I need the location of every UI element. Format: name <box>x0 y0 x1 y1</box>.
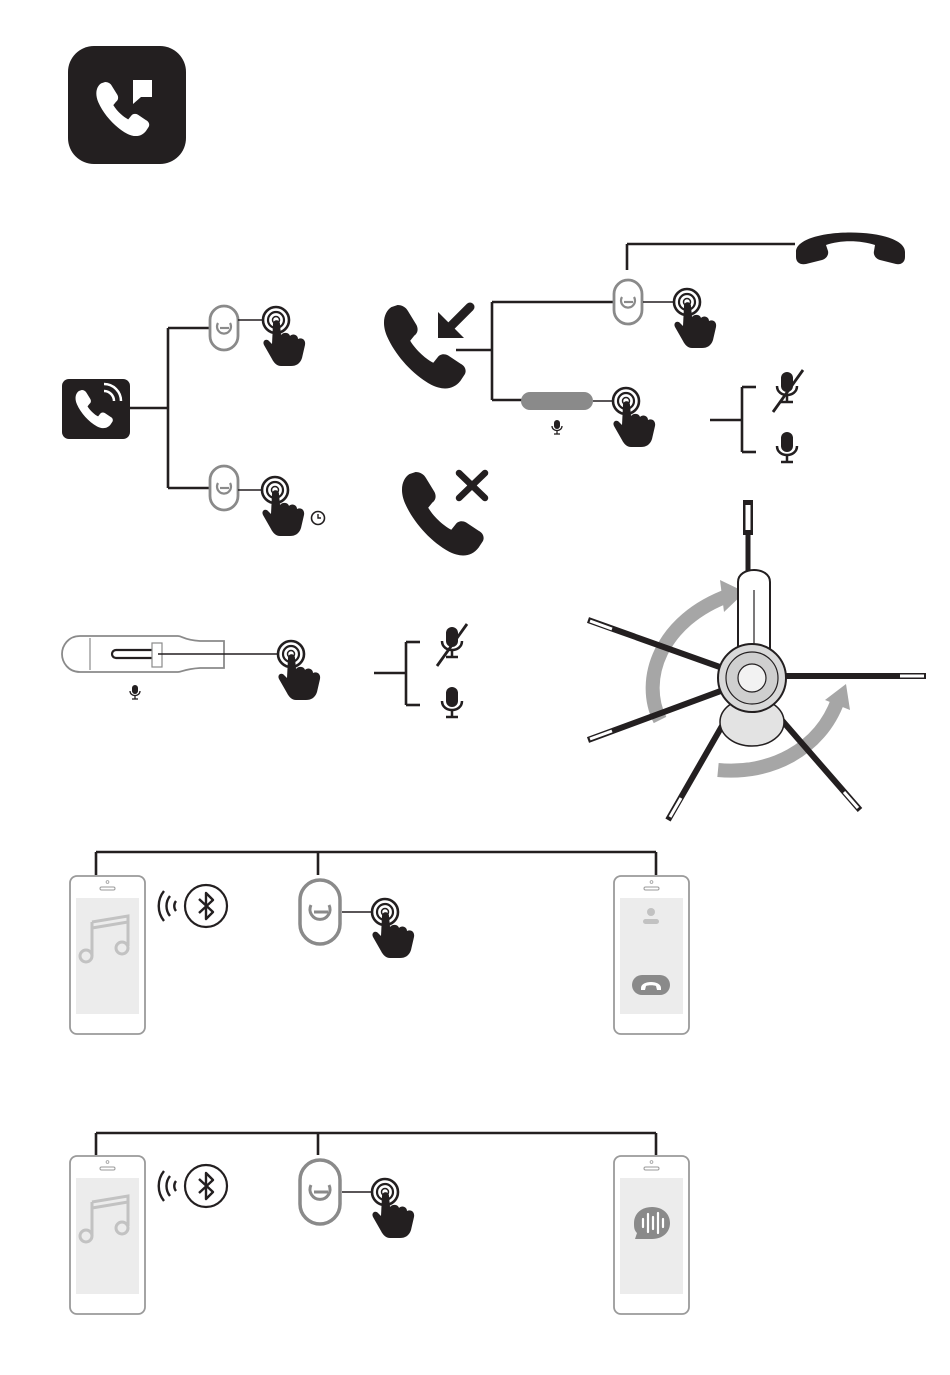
power-button-icon <box>300 1160 340 1224</box>
mic-muted-icon <box>437 624 467 666</box>
mic-muted-icon <box>773 370 803 412</box>
mic-icon <box>130 685 140 699</box>
mic-icon <box>777 432 797 462</box>
in-call-bracket <box>456 302 614 400</box>
bluetooth-icon <box>159 885 227 927</box>
end-call-short-press <box>614 280 716 348</box>
clock-icon <box>312 512 325 525</box>
assistant-phone <box>614 1156 689 1314</box>
close-x-icon <box>459 473 485 498</box>
call-phone <box>614 876 689 1034</box>
incoming-call-icon <box>62 379 130 439</box>
power-button-icon <box>210 466 238 510</box>
finger-press-icon <box>372 899 414 958</box>
headset-rotation-illustration <box>588 500 926 820</box>
finger-press-icon <box>263 307 305 366</box>
incoming-call-bracket <box>130 328 210 488</box>
section-header-icon <box>68 46 186 164</box>
music-phone <box>70 1156 145 1314</box>
finger-press-icon <box>278 641 320 700</box>
voice-assistant-bracket <box>96 1133 656 1155</box>
power-button-icon <box>210 306 238 350</box>
mute-toggle-bracket <box>710 387 756 452</box>
finger-press-icon <box>372 1179 414 1238</box>
boom-mic-illustration <box>62 636 224 699</box>
power-button-icon <box>614 280 642 324</box>
boom-mute-bracket <box>374 642 420 705</box>
reject-long-press <box>210 466 325 536</box>
power-button-icon <box>300 880 340 944</box>
voice-assistant-short-press <box>300 1160 414 1238</box>
answer-short-press <box>210 306 305 366</box>
incoming-arrow-icon <box>438 307 470 338</box>
transfer-short-press <box>300 880 414 958</box>
voice-assistant-icon <box>634 1207 670 1239</box>
hang-up-icon <box>796 233 905 265</box>
hang-up-connector <box>627 244 795 270</box>
mic-icon <box>442 687 462 717</box>
bluetooth-icon <box>159 1165 227 1207</box>
mic-icon <box>552 420 562 434</box>
reject-call-icon <box>402 472 485 555</box>
answer-call-icon <box>384 305 470 388</box>
boom-mute-button <box>112 650 158 658</box>
mute-button <box>521 392 593 410</box>
transfer-call-bracket <box>96 852 656 875</box>
mute-button-press <box>521 388 655 447</box>
hang-up-icon <box>632 975 670 995</box>
finger-press-icon <box>674 289 716 348</box>
finger-press-icon <box>262 477 304 536</box>
finger-press-icon <box>613 388 655 447</box>
music-phone <box>70 876 145 1034</box>
